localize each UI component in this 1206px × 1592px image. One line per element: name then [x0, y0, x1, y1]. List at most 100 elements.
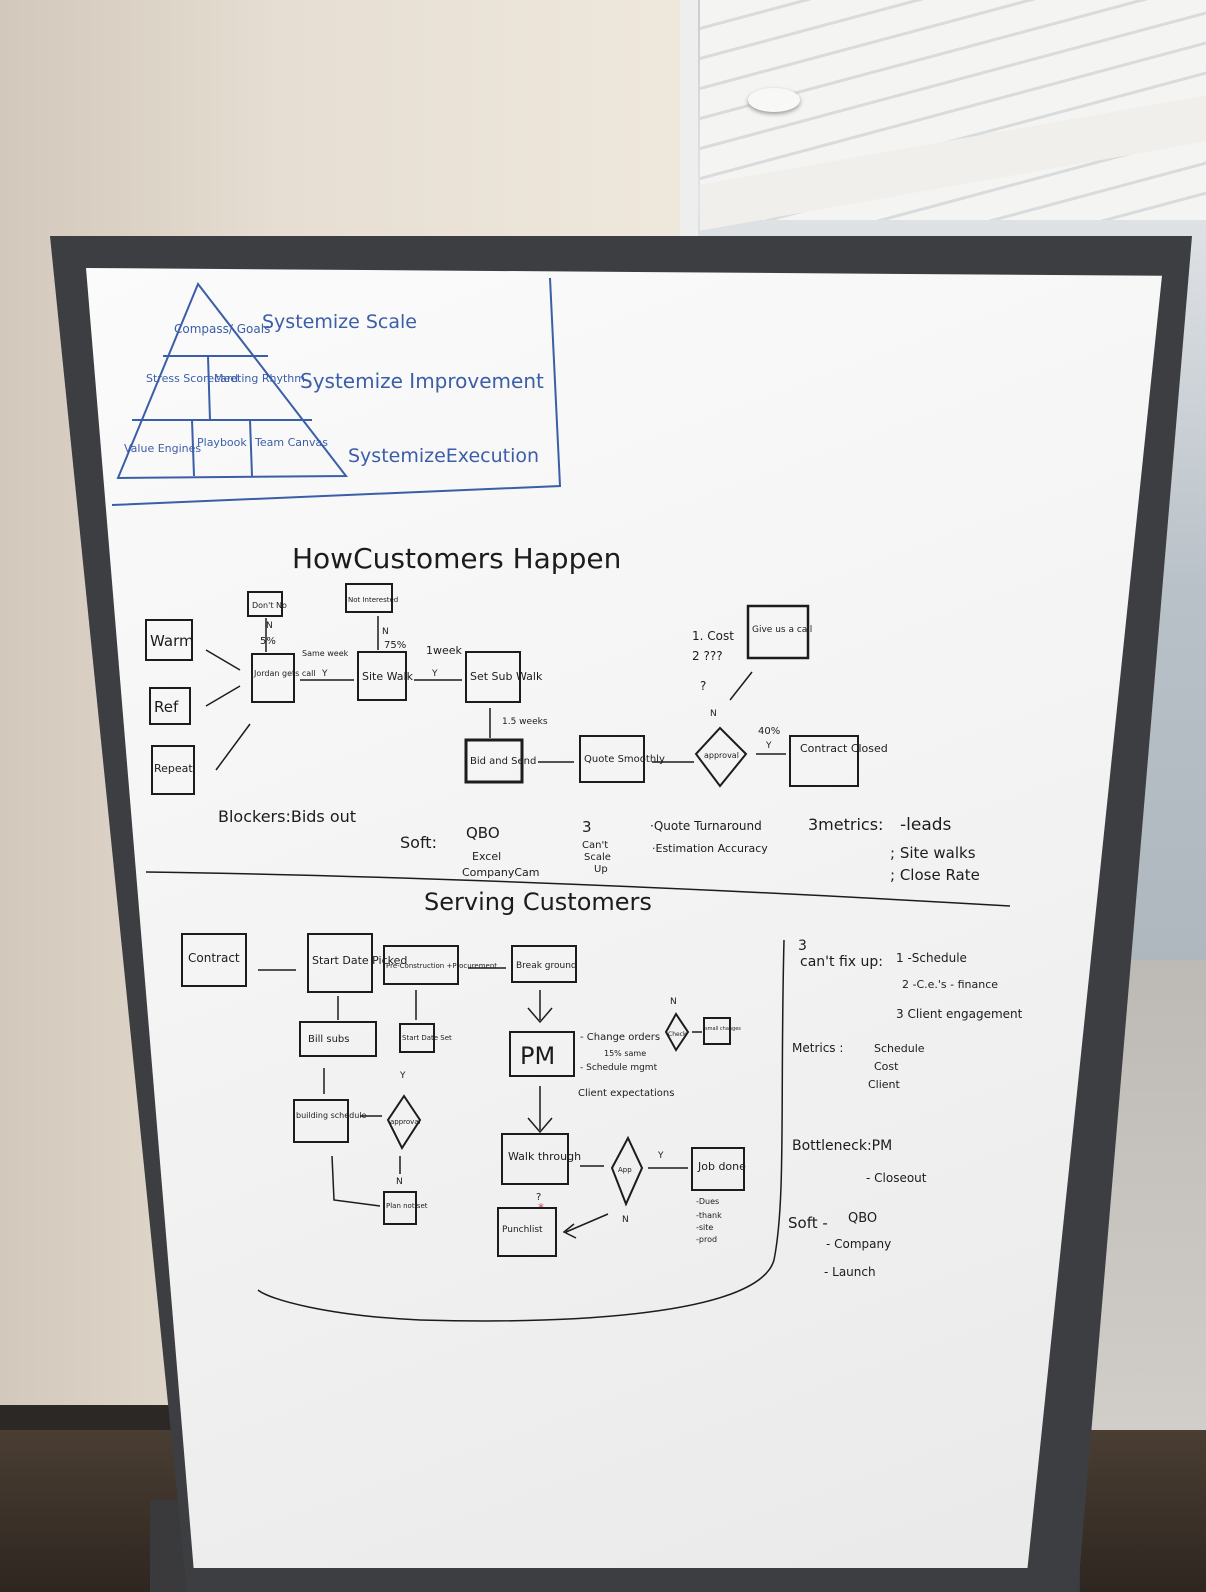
pm-note-15pct: 15% same [604, 1049, 646, 1058]
pyramid-bottom-cell-2: Playbook [197, 436, 247, 449]
serving-soft-company: - Company [826, 1237, 891, 1251]
start-date-box [307, 933, 373, 993]
serving-metric-cost: Cost [874, 1060, 899, 1073]
contract-closed-label: Contract Closed [800, 742, 888, 755]
bill-subs-label: Bill subs [308, 1034, 349, 1045]
pyramid-mid-cell-2: Meeting Rhythm [214, 372, 305, 385]
ceiling-light [748, 88, 800, 112]
bottleneck-item-closeout: - Closeout [866, 1171, 927, 1185]
site-walk-label: Site Walk [362, 670, 414, 683]
edge-label-one-week: 1week [426, 644, 463, 657]
job-done-label: Job done [697, 1160, 746, 1173]
small-changes-box [703, 1017, 731, 1045]
contract-closed-box [789, 735, 859, 787]
plan-not-set-box [383, 1191, 417, 1225]
quote-smoothly-label: Quote Smoothly [584, 754, 665, 765]
source-warm-label: Warm [150, 632, 194, 650]
source-warm-box [145, 619, 193, 661]
edge-label-y-a: Y [399, 1071, 406, 1081]
pyramid-bottom-cell-1: Value Engines [124, 442, 201, 455]
edge-label-n-a: N [396, 1177, 403, 1187]
pyramid-split-bottom-1 [191, 419, 195, 477]
edge-repeat-jordan [215, 723, 251, 771]
pyramid-diagram: Compass/ Goals Stress Scorecard Meeting … [111, 277, 562, 506]
metrics-label: 3metrics: [808, 815, 883, 834]
pyramid-top-cell: Compass/ Goals [174, 322, 270, 336]
break-ground-label: Break ground [516, 961, 577, 971]
check-diamond [664, 1012, 690, 1052]
bid-send-label: Bid and Send [470, 756, 536, 767]
edge-label-same-week: Same week [302, 649, 349, 658]
set-sub-walk-label: Set Sub Walk [470, 670, 543, 683]
jordan-box [251, 653, 295, 703]
how-customers-title: HowCustomers Happen [292, 542, 621, 575]
edge-ref-jordan [205, 685, 241, 707]
edge-label-n1: N [266, 621, 273, 631]
pm-note-schedule: - Schedule mgmt [580, 1063, 658, 1073]
pyramid-label-execution: SystemizeExecution [348, 445, 539, 467]
walk-approval-diamond [610, 1135, 644, 1207]
walk-approval-label: App [618, 1166, 632, 1174]
start-date-set-box [399, 1023, 435, 1053]
set-sub-walk-box [465, 651, 521, 703]
pm-note-change-orders: - Change orders [580, 1032, 660, 1043]
edge-label-q: ? [536, 1192, 541, 1203]
edge-label-5pct: 5% [260, 636, 276, 647]
start-date-set-label: Start Date Set [402, 1034, 452, 1042]
source-repeat-label: Repeat [154, 762, 193, 775]
small-changes-label: small changes [705, 1026, 741, 1032]
metric-site-walks: ; Site walks [890, 844, 976, 862]
contract-box [181, 933, 247, 987]
cant-scale-cant: Can't [582, 840, 608, 851]
blockers-label: Blockers:Bids out [218, 807, 356, 826]
dont-no-label: Don't No [252, 601, 287, 610]
precon-label: Pre-Construction +Procurement [386, 962, 497, 970]
site-walk-box [357, 651, 407, 701]
quote-item-turnaround: ·Quote Turnaround [650, 819, 762, 833]
soft-label: Soft: [400, 833, 437, 852]
job-done-note-dues: -Dues [696, 1197, 719, 1206]
cant-fix-item-1: 1 -Schedule [896, 951, 967, 965]
building-approval-diamond [386, 1094, 422, 1151]
how-customers-flow: HowCustomers Happen Warm Ref Repeat Don'… [145, 542, 980, 884]
not-interested-label: Not Interested [348, 596, 398, 604]
serving-metric-schedule: Schedule [874, 1042, 925, 1055]
cant-scale-scale: Scale [584, 852, 611, 863]
walk-through-box [501, 1133, 569, 1185]
reason-1: 1. Cost [692, 629, 734, 643]
cant-scale-3: 3 [582, 818, 592, 836]
give-call-label: Give us a call [752, 625, 812, 635]
serving-enclosure-line [257, 939, 785, 1322]
edge-label-weeks: 1.5 weeks [502, 717, 548, 727]
source-ref-box [149, 687, 191, 725]
dont-no-box [247, 591, 283, 617]
quote-smoothly-box [579, 735, 645, 783]
metric-close-rate: ; Close Rate [890, 866, 980, 884]
pyramid-split-mid [207, 355, 211, 421]
pyramid-label-improvement: Systemize Improvement [300, 369, 544, 393]
bid-send-box [464, 738, 524, 784]
bill-subs-box [299, 1021, 377, 1057]
serving-soft-launch: - Launch [824, 1265, 876, 1279]
edge-label-y1: Y [321, 669, 328, 679]
punch-list-box [497, 1207, 557, 1257]
job-done-note-prod: -prod [696, 1235, 717, 1244]
job-done-note-site: -site [696, 1223, 713, 1232]
plan-not-set-label: Plan not set [386, 1202, 428, 1210]
building-approval-label: approval [390, 1118, 421, 1126]
pm-label: PM [520, 1042, 555, 1070]
reason-3: ? [700, 679, 706, 693]
soft-item-companycam: CompanyCam [462, 866, 539, 879]
pyramid-label-scale: Systemize Scale [262, 311, 417, 333]
edge-label-n-top: N [670, 997, 677, 1007]
approval-diamond [694, 726, 748, 788]
cant-scale-up: Up [594, 864, 608, 875]
job-done-box [691, 1147, 745, 1191]
serving-soft-qbo: QBO [848, 1211, 877, 1226]
edge-label-y2: Y [431, 669, 438, 679]
edge-label-y-b: Y [657, 1151, 664, 1161]
edge-label-n3: N [710, 709, 717, 719]
contract-label: Contract [188, 951, 240, 965]
edge-label-y3: Y [765, 741, 772, 751]
edge-approval-call [729, 671, 753, 701]
